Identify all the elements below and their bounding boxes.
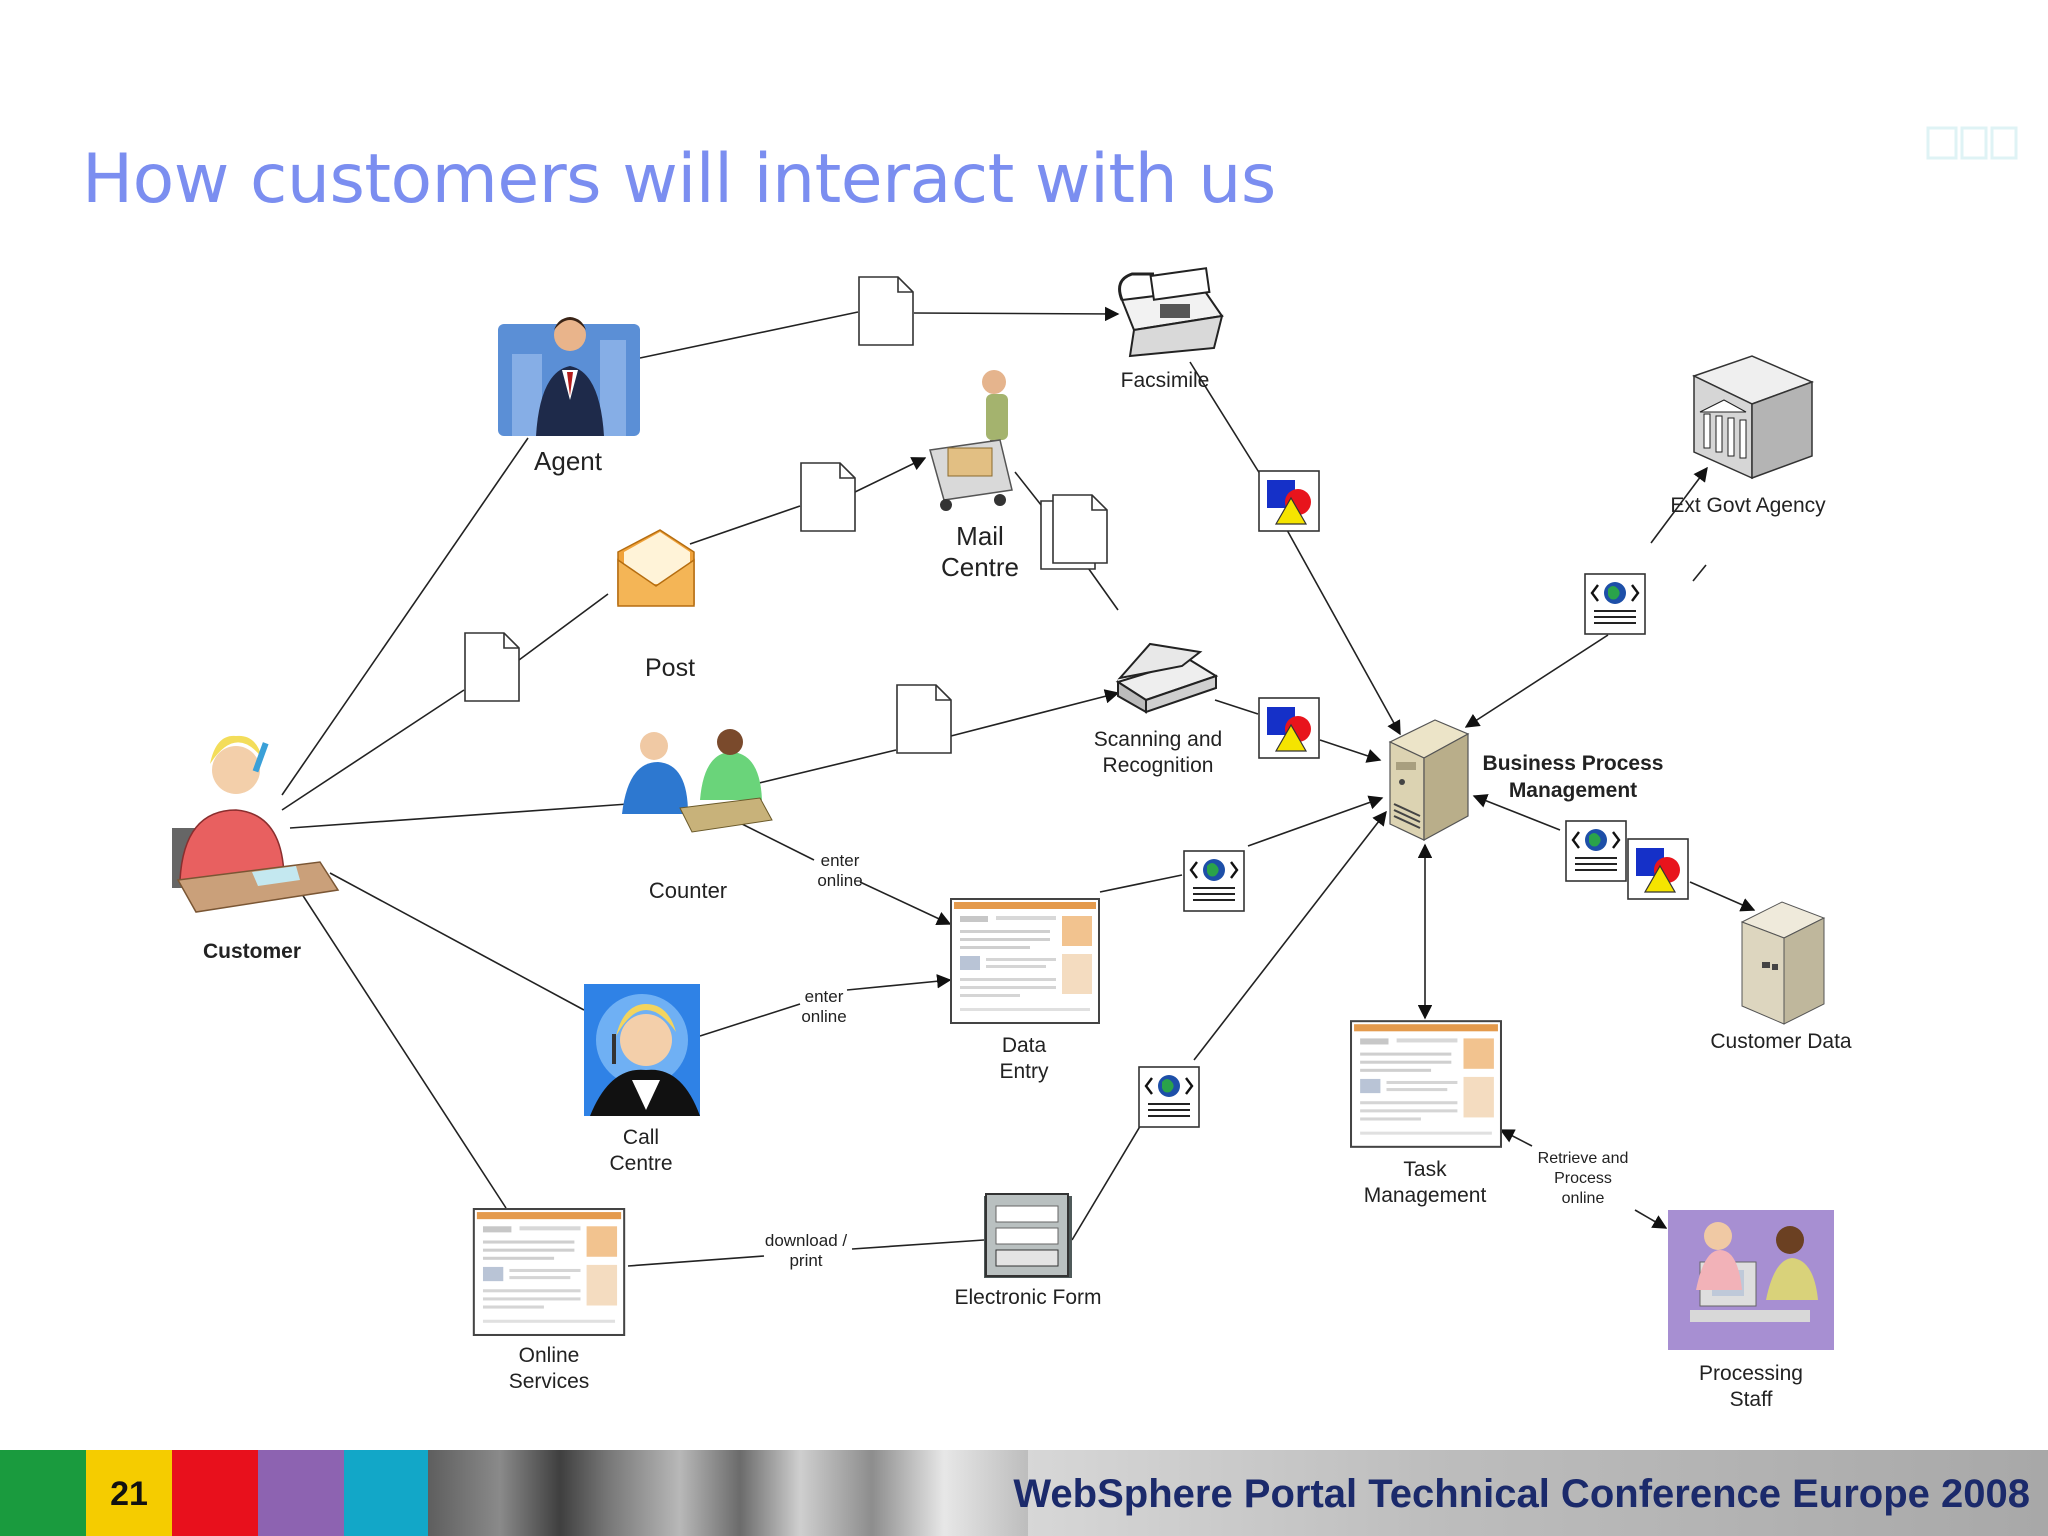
- envelope-icon: [617, 529, 695, 607]
- data-entry-screen: [950, 898, 1100, 1024]
- connector-lines: [281, 306, 1756, 1267]
- document-icon: [464, 632, 520, 702]
- document-icon: [800, 462, 856, 532]
- electronic-form-icon: [984, 1193, 1072, 1278]
- process-diagram: Agent Post Counter Customer Facsimile Ma…: [172, 267, 1852, 1411]
- footer-photo-strip: [428, 1450, 1028, 1536]
- agent-figure: [498, 317, 640, 436]
- web-document-icon: [1584, 573, 1646, 635]
- facsimile-label: Facsimile: [1121, 369, 1210, 392]
- task-management-screen: [1350, 1020, 1502, 1148]
- page-number: 21: [110, 1475, 148, 1513]
- slide-title: How customers will interact with us: [82, 140, 1276, 219]
- call-centre-figure: [584, 984, 700, 1116]
- watermark-logo: [1926, 126, 2018, 160]
- customer-label: Customer: [203, 940, 301, 963]
- agent-label: Agent: [534, 446, 603, 476]
- footer-color-block: [86, 1450, 172, 1536]
- document-icon: [1052, 494, 1108, 564]
- conference-title: WebSphere Portal Technical Conference Eu…: [1013, 1472, 2030, 1516]
- customer-data-label: Customer Data: [1710, 1030, 1852, 1053]
- bpm-server-icon: [1389, 719, 1469, 841]
- footer-color-block: [258, 1450, 344, 1536]
- govt-agency-icon: [1692, 355, 1815, 480]
- fax-icon: [1118, 267, 1224, 358]
- post-label: Post: [645, 654, 695, 682]
- footer-color-block: [172, 1450, 258, 1536]
- customer-figure: [172, 735, 340, 913]
- counter-label: Counter: [649, 878, 727, 903]
- document-icon: [858, 276, 914, 346]
- mail-trolley-icon: [929, 370, 1013, 511]
- image-document-icon: [1627, 838, 1689, 900]
- ext-govt-agency-label: Ext Govt Agency: [1670, 494, 1826, 517]
- web-document-icon: [1565, 820, 1627, 882]
- footer-color-block: [0, 1450, 86, 1536]
- image-document-icon: [1258, 697, 1320, 759]
- footer-bar: 21 WebSphere Portal Technical Conference…: [0, 1450, 2048, 1536]
- footer-color-block: [344, 1450, 428, 1536]
- electronic-form-label: Electronic Form: [954, 1286, 1101, 1309]
- image-document-icon: [1258, 470, 1320, 532]
- processing-staff-figure: [1668, 1210, 1834, 1350]
- online-services-screen: [472, 1208, 626, 1336]
- edge-label-download-print: download /print: [765, 1231, 848, 1270]
- footer-text-area: [1028, 1450, 2048, 1536]
- document-icon: [896, 684, 952, 754]
- web-document-icon: [1183, 850, 1245, 912]
- database-cabinet-icon: [1740, 901, 1826, 1025]
- counter-figure: [622, 729, 773, 833]
- web-document-icon: [1138, 1066, 1200, 1128]
- scanner-icon: [1115, 642, 1219, 714]
